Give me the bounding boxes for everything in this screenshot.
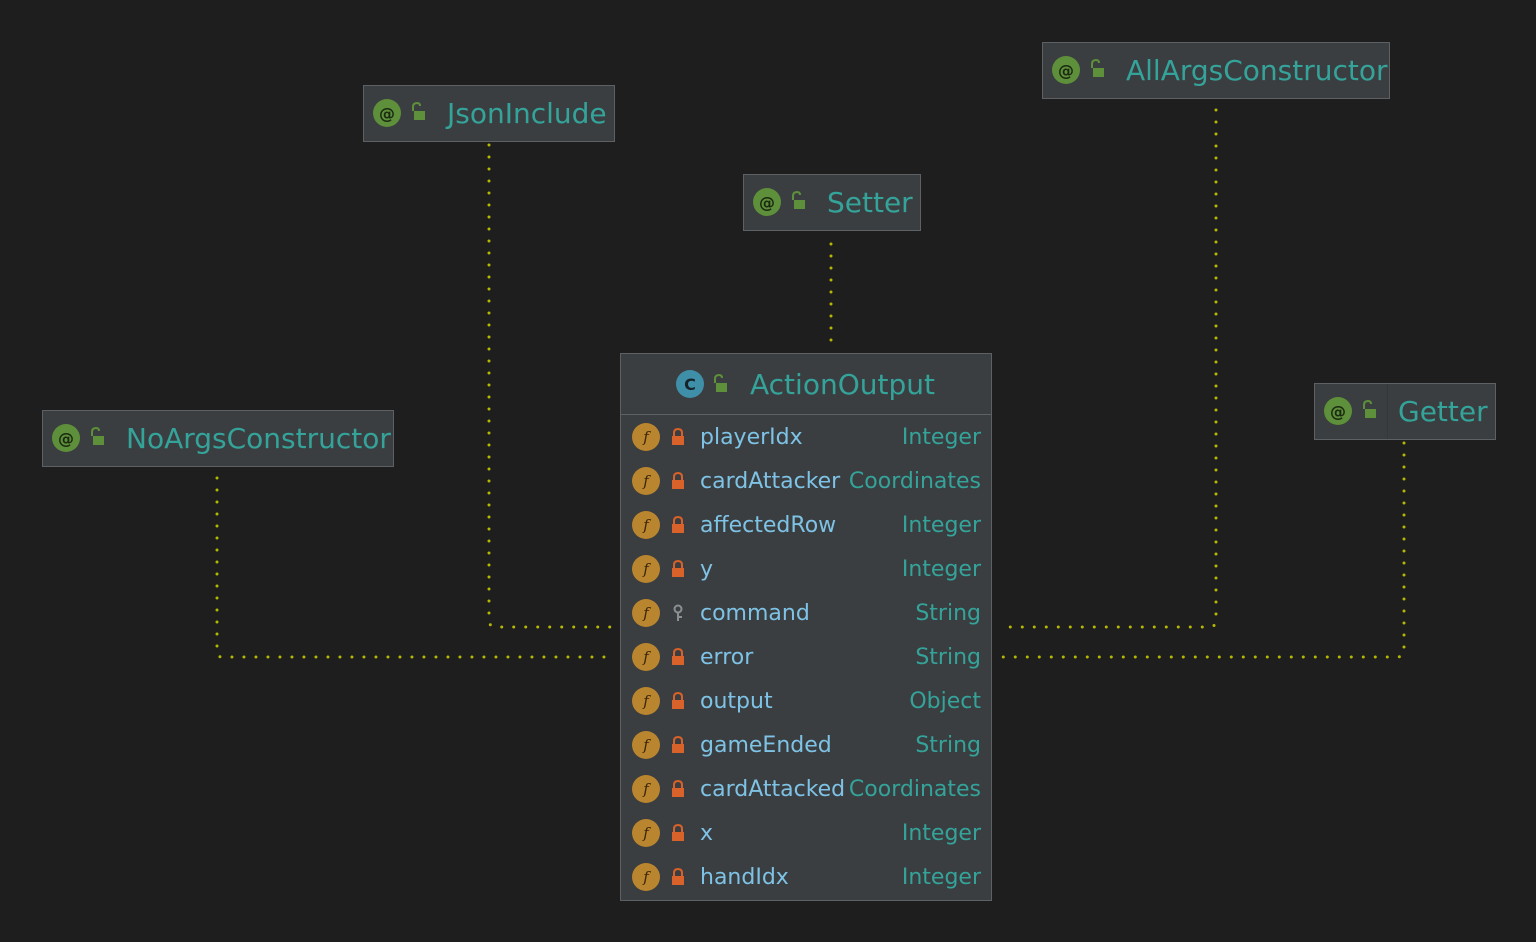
annotation-jsoninclude[interactable]: @ JsonInclude	[363, 85, 615, 142]
field-type: Integer	[901, 424, 981, 450]
field-row[interactable]: f command String	[621, 591, 991, 635]
field-type: Object	[909, 688, 981, 714]
field-name: cardAttacker	[700, 468, 841, 494]
private-lock-icon	[672, 559, 684, 577]
field-row[interactable]: f y Integer	[621, 547, 991, 591]
field-badge-icon: f	[632, 819, 660, 847]
annotation-name: JsonInclude	[447, 97, 607, 130]
field-row[interactable]: f x Integer	[621, 811, 991, 855]
class-name: ActionOutput	[750, 367, 935, 401]
field-name: x	[700, 820, 714, 846]
private-lock-icon	[672, 647, 684, 665]
annotation-badge-icon: @	[52, 424, 80, 452]
edge-noargsconstructor	[215, 476, 612, 659]
field-type: Integer	[901, 556, 981, 582]
public-unlocked-icon	[91, 427, 104, 445]
field-row[interactable]: f affectedRow Integer	[621, 503, 991, 547]
private-lock-icon	[672, 515, 684, 533]
private-lock-icon	[672, 779, 684, 797]
private-lock-icon	[672, 471, 684, 489]
field-name: playerIdx	[700, 424, 803, 450]
field-badge-icon: f	[632, 511, 660, 539]
annotation-noargsconstructor[interactable]: @ NoArgsConstructor	[42, 410, 394, 467]
private-lock-icon	[672, 427, 684, 445]
annotation-badge-icon: @	[1052, 56, 1080, 84]
public-unlocked-icon	[1091, 59, 1104, 77]
field-badge-icon: f	[632, 599, 660, 627]
field-type: Coordinates	[848, 776, 981, 802]
edge-getter	[1001, 441, 1406, 659]
public-unlocked-icon	[714, 374, 727, 392]
public-unlocked-icon	[412, 102, 425, 120]
public-unlocked-icon	[1363, 400, 1376, 418]
class-badge-icon: C	[676, 370, 704, 398]
field-type: Coordinates	[848, 468, 981, 494]
field-name: output	[700, 688, 773, 714]
annotation-name: Setter	[827, 186, 913, 219]
annotation-setter[interactable]: @ Setter	[743, 174, 921, 231]
field-badge-icon: f	[632, 643, 660, 671]
field-type: String	[915, 644, 981, 670]
edge-jsoninclude	[487, 143, 612, 629]
annotation-name: Getter	[1398, 395, 1488, 428]
field-row[interactable]: f gameEnded String	[621, 723, 991, 767]
field-type: String	[915, 600, 981, 626]
public-unlocked-icon	[792, 191, 805, 209]
annotation-badge-icon: @	[1324, 397, 1352, 425]
field-name: y	[700, 556, 714, 582]
field-type: Integer	[901, 820, 981, 846]
annotation-allargsconstructor[interactable]: @ AllArgsConstructor	[1042, 42, 1390, 99]
field-row[interactable]: f handIdx Integer	[621, 855, 991, 899]
field-name: affectedRow	[700, 512, 837, 538]
header-divider	[1387, 384, 1388, 439]
field-badge-icon: f	[632, 775, 660, 803]
field-row[interactable]: f error String	[621, 635, 991, 679]
private-lock-icon	[672, 823, 684, 841]
private-lock-icon	[672, 867, 684, 885]
field-badge-icon: f	[632, 863, 660, 891]
field-row[interactable]: f output Object	[621, 679, 991, 723]
annotation-getter[interactable]: @ Getter	[1314, 383, 1496, 440]
field-badge-icon: f	[632, 731, 660, 759]
class-header: C ActionOutput	[621, 354, 991, 415]
field-name: gameEnded	[700, 732, 832, 758]
private-lock-icon	[672, 735, 684, 753]
field-type: String	[915, 732, 981, 758]
field-row[interactable]: f playerIdx Integer	[621, 415, 991, 459]
field-name: error	[700, 644, 754, 670]
field-type: Integer	[901, 864, 981, 890]
field-type: Integer	[901, 512, 981, 538]
annotation-name: NoArgsConstructor	[126, 422, 391, 455]
field-name: cardAttacked	[700, 776, 846, 802]
annotation-badge-icon: @	[373, 99, 401, 127]
annotation-name: AllArgsConstructor	[1126, 54, 1388, 87]
edge-allargsconstructor	[1001, 108, 1218, 629]
private-lock-icon	[672, 691, 684, 709]
field-badge-icon: f	[632, 687, 660, 715]
field-badge-icon: f	[632, 467, 660, 495]
field-name: command	[700, 600, 810, 626]
field-badge-icon: f	[632, 555, 660, 583]
annotation-badge-icon: @	[753, 188, 781, 216]
field-row[interactable]: f cardAttacker Coordinates	[621, 459, 991, 503]
field-name: handIdx	[700, 864, 789, 890]
package-key-icon	[673, 604, 683, 621]
field-badge-icon: f	[632, 423, 660, 451]
